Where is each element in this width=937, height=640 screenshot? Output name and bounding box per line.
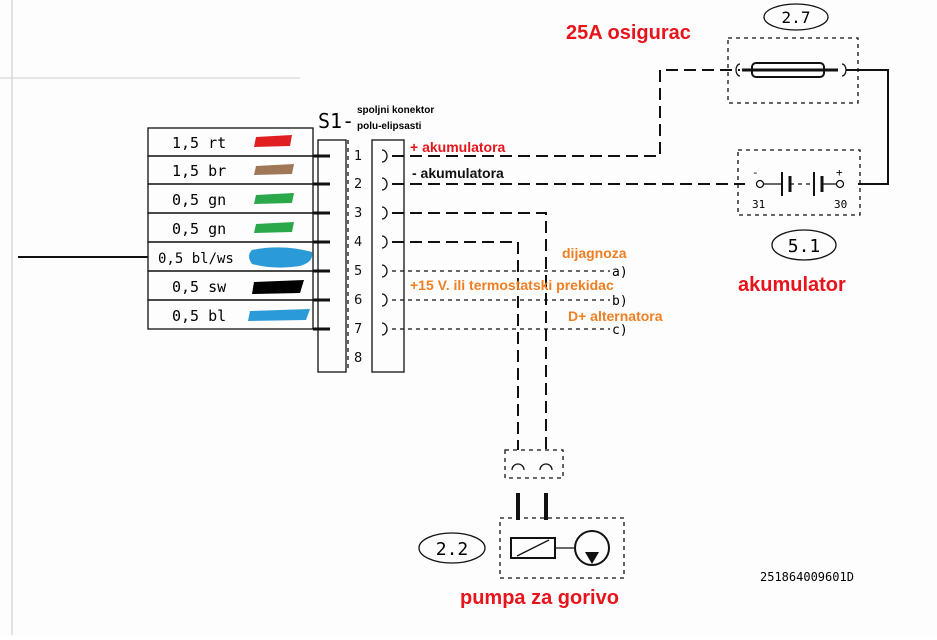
pump-relay-diagonal xyxy=(516,539,550,557)
pump-motor-icon xyxy=(574,530,610,566)
fuse-ref-oval xyxy=(763,3,829,31)
pin-number: 1 xyxy=(354,149,362,164)
connector-note: polu-elipsasti xyxy=(357,121,422,132)
annotation-alternator: D+ alternatora xyxy=(568,308,663,324)
terminal-label: 31 xyxy=(752,198,765,211)
wire-color-swatch xyxy=(254,222,294,233)
wire-color-swatch xyxy=(249,247,313,268)
annotation-minus-battery: - akumulatora xyxy=(412,165,504,181)
socket-contact xyxy=(381,293,388,307)
annotation-plus15: +15 V. ili termostatski prekidac xyxy=(410,277,614,293)
pin-number: 5 xyxy=(354,264,362,279)
wire-color-swatch xyxy=(254,193,294,204)
wire-color-swatch xyxy=(254,164,294,175)
wire-label: 0,5 bl/ws xyxy=(158,251,234,267)
branch-letter: c) xyxy=(612,323,628,338)
wire-label: 0,5 gn xyxy=(172,191,226,209)
wire-row xyxy=(147,299,314,330)
annotation-diagnosis: dijagnoza xyxy=(562,245,627,261)
connector-s1: S1- spoljni konektor polu-elipsasti 1 2 … xyxy=(317,105,434,373)
pin-number: 4 xyxy=(354,235,362,250)
terminal-label: 30 xyxy=(834,198,847,211)
pump-socket xyxy=(539,463,553,471)
fuse-component: 2.7 xyxy=(727,3,859,104)
branch-letter: b) xyxy=(612,294,628,309)
fuel-pump-component: 2.2 xyxy=(418,449,625,579)
battery-ref: 5.1 xyxy=(788,236,821,257)
wire-color-swatch xyxy=(254,135,292,147)
battery-terminal xyxy=(755,179,765,189)
battery-box-outline xyxy=(737,149,861,216)
connector-left-half xyxy=(317,139,347,373)
wire-label: 0,5 gn xyxy=(172,220,226,238)
pump-motor-arrow xyxy=(585,552,599,564)
pump-socket xyxy=(511,463,525,471)
battery-ref-oval xyxy=(771,229,837,261)
drawing-number: 251864009601D xyxy=(760,570,854,584)
annotation-plus-battery: + akumulatora xyxy=(410,139,506,155)
socket-contact xyxy=(381,322,388,336)
connector-note: spoljni konektor xyxy=(357,105,434,116)
wire-label: 0,5 sw xyxy=(172,278,227,296)
socket-contact xyxy=(381,264,388,278)
fuse-ref: 2.7 xyxy=(782,8,811,27)
socket-contact xyxy=(381,149,388,163)
battery-terminal xyxy=(835,179,845,189)
wire-pin4-pump xyxy=(392,241,519,450)
pin-number: 8 xyxy=(354,351,362,366)
pump-ref-oval xyxy=(418,532,486,564)
wire-label: 0,5 bl xyxy=(172,307,226,325)
pump-box-outline xyxy=(499,517,625,579)
annotation-fuel-pump: pumpa za gorivo xyxy=(460,587,619,609)
wire-color-swatch xyxy=(252,280,304,294)
branch-letter: a) xyxy=(612,265,628,280)
pump-connector-outline xyxy=(504,449,564,479)
wire-label: 1,5 br xyxy=(172,162,226,180)
connector-right-half xyxy=(371,139,405,373)
socket-contact xyxy=(381,235,388,249)
socket-contact xyxy=(381,206,388,220)
battery-minus: - xyxy=(752,166,759,179)
pump-ref: 2.2 xyxy=(436,539,469,560)
wire-pin1-fuse xyxy=(392,69,740,157)
wire-pin3-pump xyxy=(392,212,547,450)
pin-number: 3 xyxy=(354,206,362,221)
socket-contact xyxy=(381,177,388,191)
pin-number: 2 xyxy=(354,177,362,192)
fuse-contact xyxy=(735,63,741,77)
wire-color-swatch xyxy=(248,309,310,321)
pin-number: 7 xyxy=(354,322,362,337)
battery-component: - + 31 30 5.1 xyxy=(737,149,861,261)
pin-number: 6 xyxy=(354,293,362,308)
wire-fuse-battery xyxy=(846,69,889,185)
battery-plus: + xyxy=(836,166,843,179)
annotation-fuse: 25A osigurac xyxy=(566,22,691,44)
wire-label: 1,5 rt xyxy=(172,134,226,152)
annotation-battery: akumulator xyxy=(738,274,846,296)
wire-label-table: 1,5 rt 1,5 br 0,5 gn 0,5 gn 0,5 bl/ws 0,… xyxy=(147,127,314,330)
fuse-contact xyxy=(841,63,847,77)
connector-designator: S1- xyxy=(318,109,354,133)
